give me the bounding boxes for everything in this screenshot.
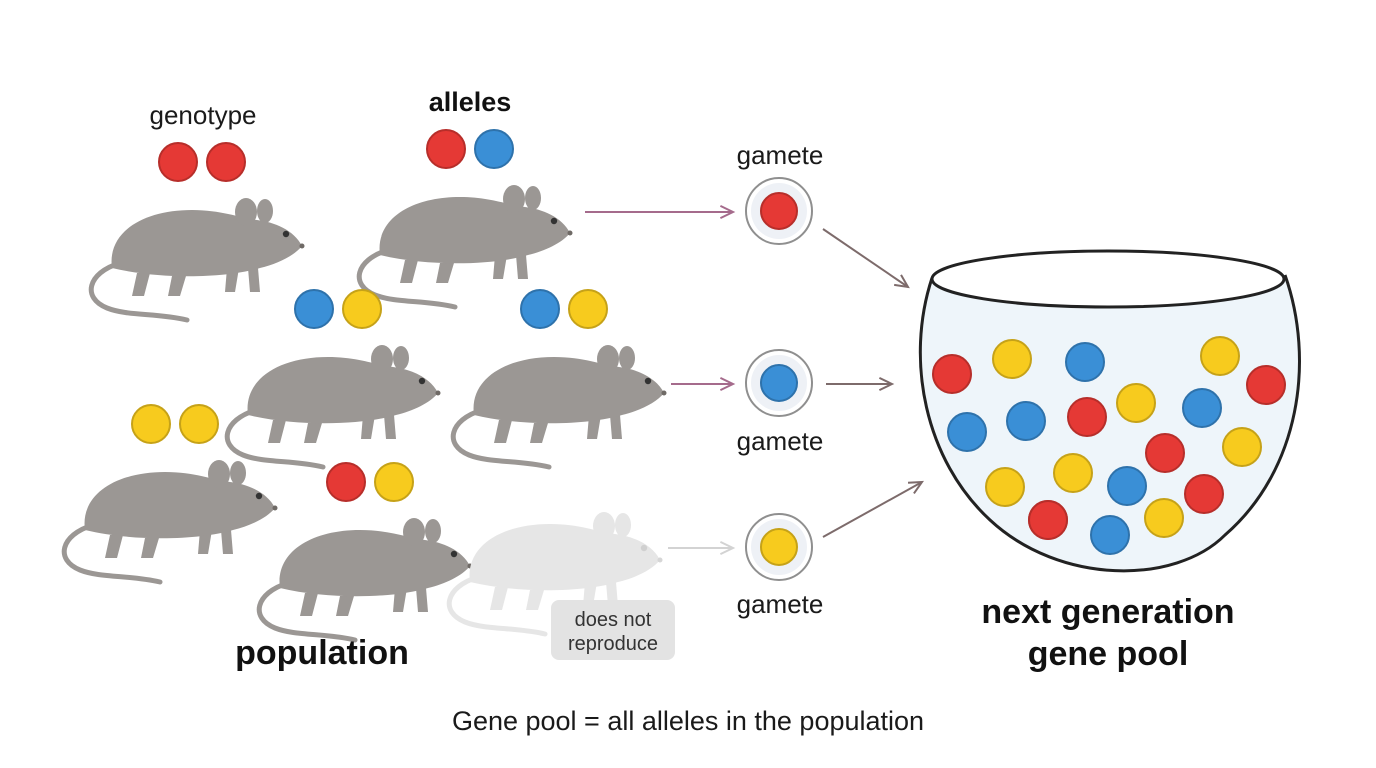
- gene-pool-title-line2: gene pool: [1028, 635, 1189, 673]
- mouse-nose: [657, 557, 663, 563]
- arrow-to-gamete: [585, 205, 736, 219]
- does-not-reproduce-line1: does not: [575, 609, 652, 631]
- genotype-allele: [158, 142, 198, 182]
- non-reproducing-mouse: [449, 512, 663, 634]
- gene-pool-allele: [1145, 433, 1185, 473]
- mouse-eye: [550, 217, 558, 225]
- genotype-label: genotype: [150, 100, 257, 130]
- gamete-label-2: gamete: [737, 426, 824, 456]
- mouse-eye: [282, 230, 290, 238]
- genotype-allele: [326, 462, 366, 502]
- genotype-allele: [342, 289, 382, 329]
- gene-pool-allele: [1006, 401, 1046, 441]
- mouse-eye: [255, 492, 263, 500]
- genotype-allele: [426, 129, 466, 169]
- arrows: [585, 205, 925, 555]
- gene-pool-allele: [1107, 466, 1147, 506]
- arrow-to-gene-pool: [822, 228, 910, 289]
- gamete: [745, 177, 813, 245]
- gene-pool-allele: [1222, 427, 1262, 467]
- population-mice: [64, 185, 667, 640]
- mouse: [259, 518, 473, 640]
- mouse-nose: [272, 505, 278, 511]
- genotype-allele: [568, 289, 608, 329]
- gene-pool-allele: [1028, 500, 1068, 540]
- genotype-allele: [179, 404, 219, 444]
- gamete-label-1: gamete: [737, 140, 824, 170]
- does-not-reproduce-line2: reproduce: [568, 633, 658, 655]
- gene-pool-allele: [1065, 342, 1105, 382]
- mouse-eye: [644, 377, 652, 385]
- mouse: [91, 198, 305, 320]
- mouse: [64, 460, 278, 582]
- genotype-allele: [294, 289, 334, 329]
- gene-pool-title-line1: next generation: [981, 593, 1234, 631]
- gene-pool-allele: [1182, 388, 1222, 428]
- arrow-to-gene-pool: [826, 377, 895, 391]
- gamete: [745, 349, 813, 417]
- gene-pool-allele: [992, 339, 1032, 379]
- mouse-eye: [418, 377, 426, 385]
- caption: Gene pool = all alleles in the populatio…: [452, 706, 924, 736]
- gamete-allele: [760, 364, 798, 402]
- arrow-to-gene-pool: [822, 480, 925, 538]
- gene-pool-alleles: [932, 336, 1286, 555]
- mouse: [227, 345, 441, 467]
- mouse-eye: [450, 550, 458, 558]
- gene-pool-allele: [1184, 474, 1224, 514]
- gene-pool-allele: [985, 467, 1025, 507]
- gene-pool-allele: [1144, 498, 1184, 538]
- genotype-allele: [131, 404, 171, 444]
- gene-pool-allele: [947, 412, 987, 452]
- mouse-nose: [567, 230, 573, 236]
- genotype-allele: [206, 142, 246, 182]
- gene-pool-allele: [1200, 336, 1240, 376]
- gene-pool-allele: [1116, 383, 1156, 423]
- genotype-allele: [520, 289, 560, 329]
- mouse-nose: [661, 390, 667, 396]
- does-not-reproduce-badge: does not reproduce: [551, 600, 675, 660]
- mouse-nose: [299, 243, 305, 249]
- mouse: [453, 345, 667, 467]
- mouse: [359, 185, 573, 307]
- genotype-alleles: [131, 129, 608, 502]
- genotype-allele: [474, 129, 514, 169]
- gene-pool-allele: [1067, 397, 1107, 437]
- gene-pool-allele: [1090, 515, 1130, 555]
- mouse-nose: [435, 390, 441, 396]
- gamete-allele: [760, 528, 798, 566]
- alleles-label: alleles: [429, 87, 512, 117]
- gamete: [745, 513, 813, 581]
- gamete-label-3: gamete: [737, 589, 824, 619]
- faded-arrow: [668, 541, 736, 555]
- gene-pool-allele: [1053, 453, 1093, 493]
- population-label: population: [235, 634, 409, 672]
- mouse-eye: [640, 544, 648, 552]
- gene-pool-allele: [932, 354, 972, 394]
- gene-pool-allele: [1246, 365, 1286, 405]
- genotype-allele: [374, 462, 414, 502]
- arrow-to-gamete: [671, 377, 736, 391]
- gametes: [745, 177, 813, 581]
- gamete-allele: [760, 192, 798, 230]
